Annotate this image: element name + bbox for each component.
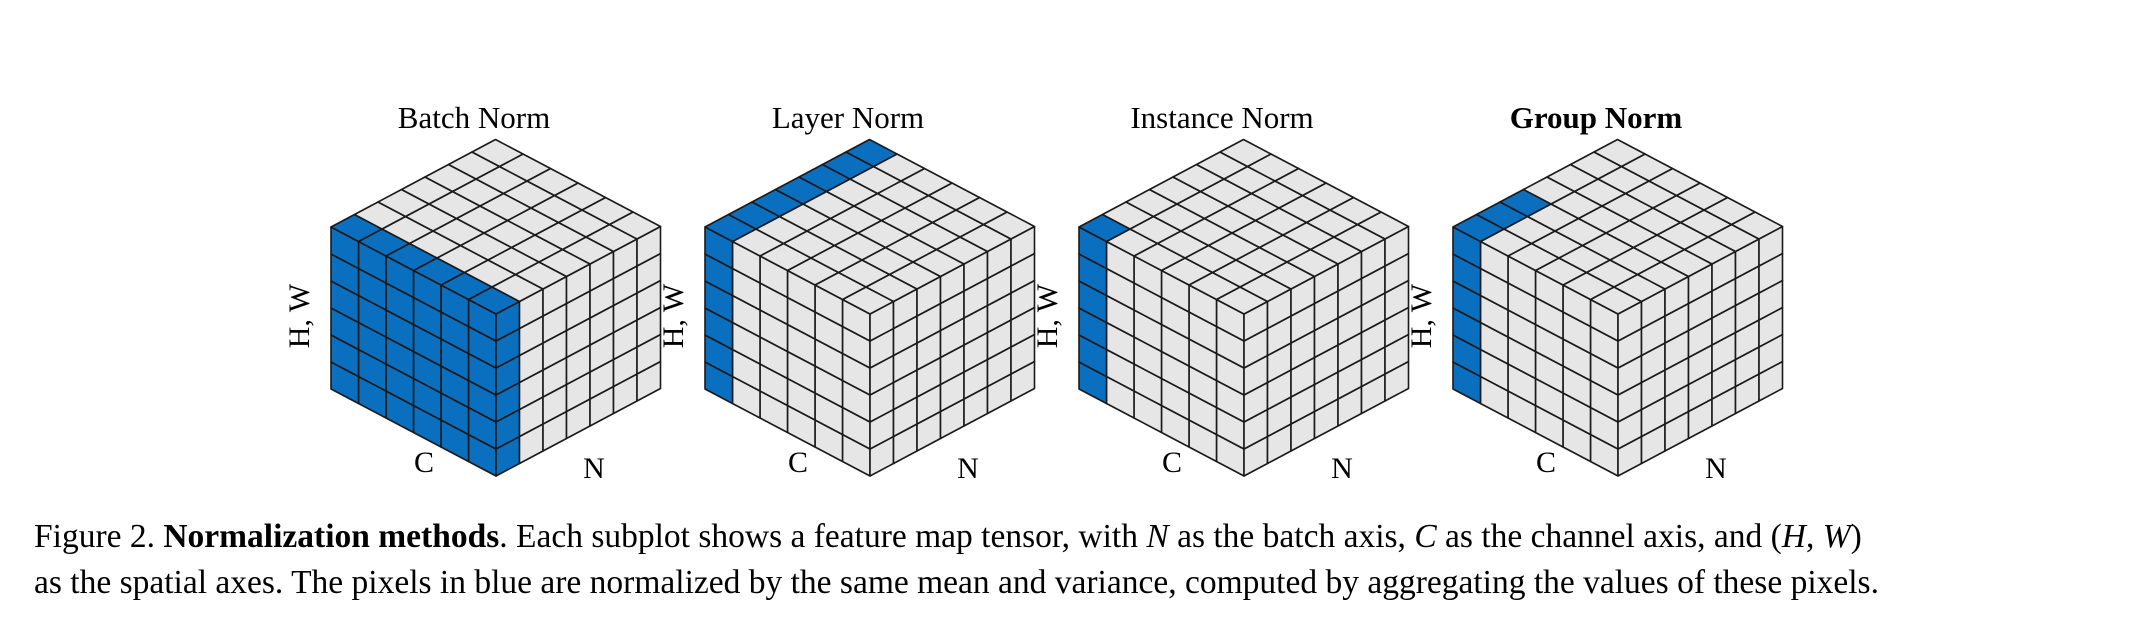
caption-paren-open: (: [1770, 518, 1782, 555]
panel-batch-norm: Batch Norm H, W C N: [283, 100, 662, 485]
figure-caption: Figure 2. Normalization methods. Each su…: [34, 514, 2114, 606]
caption-symbol-n: N: [1146, 518, 1169, 555]
panel-title: Layer Norm: [772, 100, 924, 135]
panel-title: Instance Norm: [1130, 100, 1313, 135]
axis-label-n: N: [1331, 452, 1353, 485]
panel-title: Group Norm: [1510, 100, 1683, 135]
axis-label-hw: H, W: [283, 283, 316, 348]
caption-symbol-c: C: [1414, 518, 1437, 555]
caption-figure-label: Figure 2.: [34, 518, 155, 555]
axis-label-hw: H, W: [1031, 283, 1064, 348]
panel-title: Batch Norm: [398, 100, 550, 135]
axis-label-hw: H, W: [1405, 283, 1438, 348]
caption-line-1: Figure 2. Normalization methods. Each su…: [34, 514, 2114, 560]
tensor-cell: [1219, 138, 1272, 168]
caption-text: as the channel axis, and: [1436, 518, 1771, 555]
axis-label-c: C: [788, 446, 808, 479]
axis-label-n: N: [583, 452, 605, 485]
panel-layer-norm: Layer Norm H, W C N: [657, 100, 1036, 485]
caption-symbol-w: W: [1822, 518, 1851, 555]
caption-symbol-h: H: [1781, 518, 1806, 555]
caption-text: . Each subplot shows a feature map tenso…: [499, 518, 1147, 555]
panel-group-norm: Group Norm H, W C N: [1405, 100, 1784, 485]
caption-line-2: as the spatial axes. The pixels in blue …: [34, 564, 1879, 601]
caption-paren-close: ): [1850, 518, 1862, 555]
tensor-cell: [471, 138, 524, 168]
caption-text: as the batch axis,: [1168, 518, 1415, 555]
panel-instance-norm: Instance Norm H, W C N: [1031, 100, 1410, 485]
caption-comma: ,: [1805, 518, 1823, 555]
axis-label-c: C: [1536, 446, 1556, 479]
axis-label-c: C: [414, 446, 434, 479]
axis-label-hw: H, W: [657, 283, 690, 348]
tensor-cell: [1593, 138, 1646, 168]
tensor-cell: [845, 138, 898, 168]
axis-label-n: N: [957, 452, 979, 485]
caption-title: Normalization methods: [163, 518, 500, 555]
axis-label-c: C: [1162, 446, 1182, 479]
axis-label-n: N: [1705, 452, 1727, 485]
